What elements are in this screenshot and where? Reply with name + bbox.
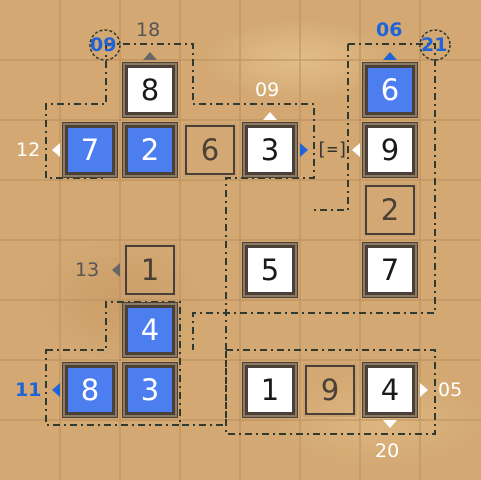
cell-r2-c4[interactable]: 3 — [245, 125, 295, 175]
clue-label: 09 — [255, 79, 280, 101]
clue-label: 13 — [75, 259, 100, 281]
clue-label: 09 — [90, 34, 117, 56]
clue-label: 06 — [376, 19, 403, 41]
cell-r6-c5[interactable]: 9 — [305, 365, 355, 415]
cell-r1-c6[interactable]: 6 — [365, 65, 415, 115]
cell-r2-c2[interactable]: 2 — [125, 125, 175, 175]
clue-label: 21 — [421, 34, 448, 56]
cell-r4-c4[interactable]: 5 — [245, 245, 295, 295]
cage-right — [192, 43, 436, 350]
cell-r6-c6[interactable]: 4 — [365, 365, 415, 415]
cage-outlines — [45, 43, 436, 435]
cell-r6-c1[interactable]: 8 — [65, 365, 115, 415]
cell-r2-c6[interactable]: 9 — [365, 125, 415, 175]
arrow-left-icon — [112, 263, 120, 277]
arrow-left-icon — [52, 143, 60, 157]
operator-label: [=] — [316, 139, 349, 160]
cell-r2-c3[interactable]: 6 — [185, 125, 235, 175]
cell-r2-c1[interactable]: 7 — [65, 125, 115, 175]
arrow-down-icon — [383, 420, 397, 428]
cage-bottom-left — [45, 301, 181, 426]
clue-label: 05 — [438, 379, 463, 401]
arrow-right-icon — [300, 143, 308, 157]
arrow-up-icon — [383, 52, 397, 60]
arrow-up-icon — [143, 52, 157, 60]
clue-label: 18 — [136, 19, 161, 41]
cell-r6-c2[interactable]: 3 — [125, 365, 175, 415]
clue-circles — [89, 29, 451, 61]
clue-arrows — [52, 52, 428, 428]
arrow-up-icon — [263, 112, 277, 120]
clue-label: 20 — [375, 440, 400, 462]
cell-r3-c6[interactable]: 2 — [365, 185, 415, 235]
clue-label: 11 — [15, 379, 42, 401]
cage-bottom-right — [225, 349, 436, 435]
clue-circle — [419, 29, 451, 61]
arrow-right-icon — [420, 383, 428, 397]
arrow-left-icon — [352, 143, 360, 157]
arrow-left-icon — [52, 383, 60, 397]
cell-r5-c2[interactable]: 4 — [125, 305, 175, 355]
cell-r4-c6[interactable]: 7 — [365, 245, 415, 295]
cell-r1-c2[interactable]: 8 — [125, 65, 175, 115]
cage-top-left — [45, 43, 315, 426]
clue-label: 12 — [16, 139, 41, 161]
clue-circle — [89, 29, 121, 61]
cell-r6-c4[interactable]: 1 — [245, 365, 295, 415]
cell-r4-c2[interactable]: 1 — [125, 245, 175, 295]
